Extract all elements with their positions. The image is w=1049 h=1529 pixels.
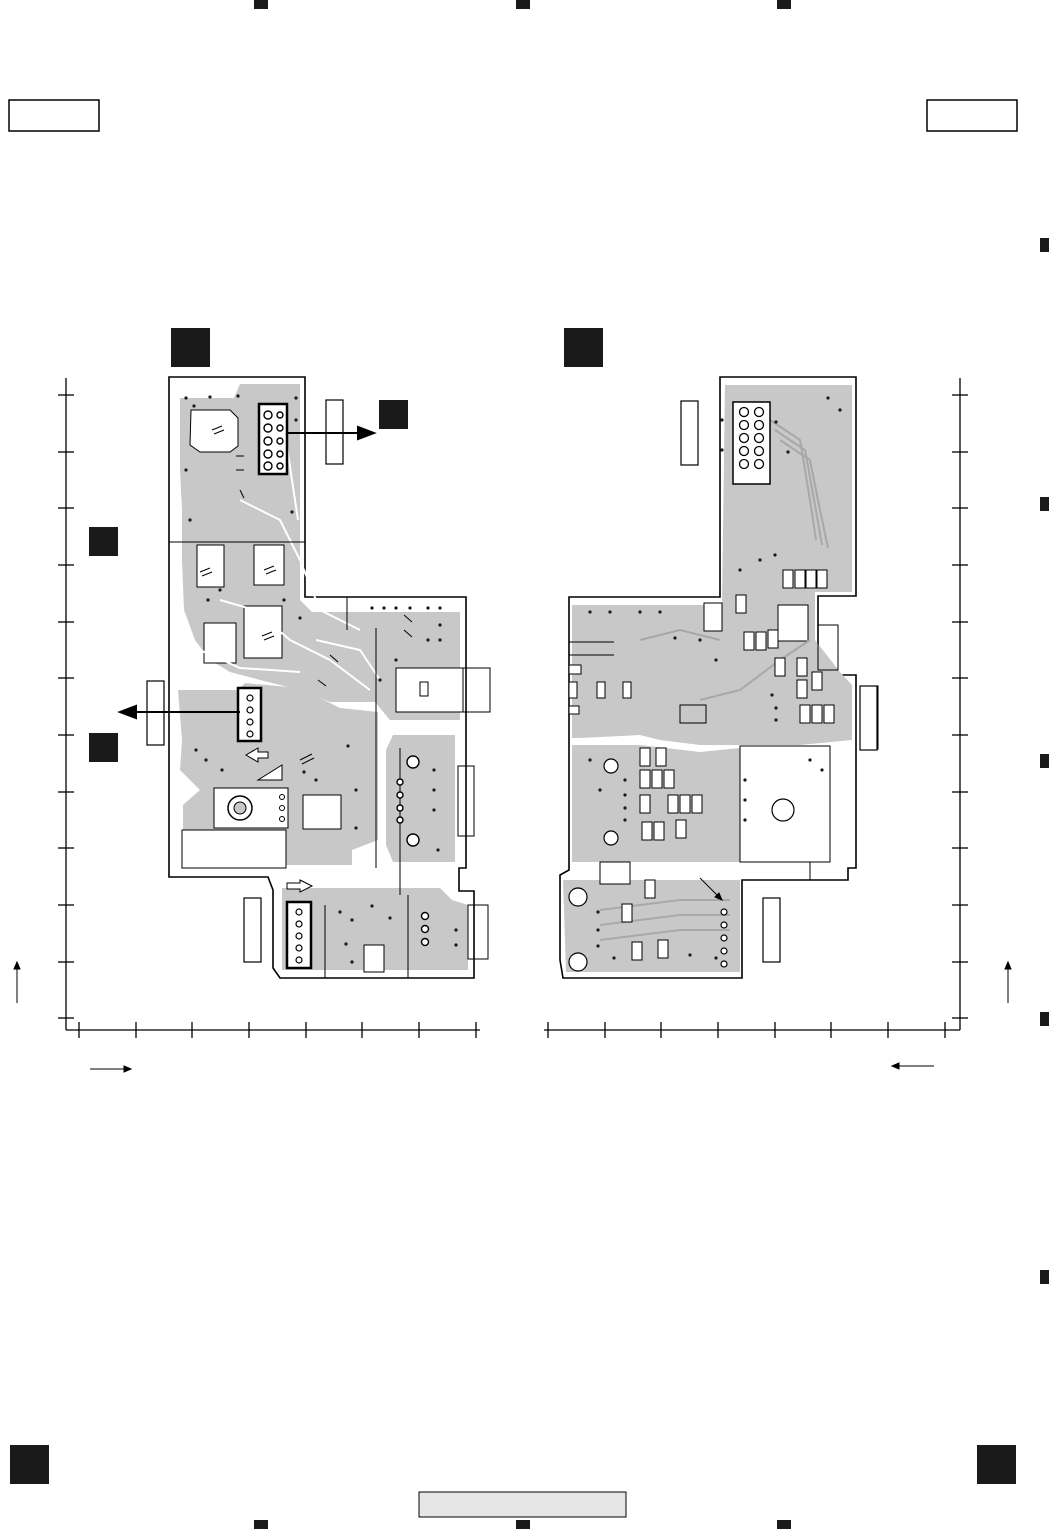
- square-marker-icon: [1040, 1012, 1049, 1026]
- arrow-icon: [14, 962, 20, 969]
- header-left-box: [9, 100, 99, 131]
- direction-arrows: [14, 962, 1011, 1072]
- board-right: [560, 377, 878, 978]
- square-marker-icon: [1040, 497, 1049, 511]
- square-marker-icon: [1040, 754, 1049, 768]
- square-marker-icon: [1040, 1270, 1049, 1284]
- square-callout-icon: [171, 328, 210, 367]
- board-left: [120, 377, 490, 978]
- square-marker-icon: [254, 0, 268, 9]
- bottom-tag: [244, 898, 261, 962]
- square-marker-icon: [516, 0, 530, 9]
- connector-top-10pin[interactable]: [733, 402, 770, 484]
- square-marker-icon: [777, 0, 791, 9]
- header-right-box: [927, 100, 1017, 131]
- arrow-icon: [120, 706, 136, 718]
- arrow-icon: [358, 427, 374, 439]
- right-tag: [860, 686, 877, 750]
- square-callout-icon: [564, 328, 603, 367]
- square-callout-icon: [89, 733, 118, 762]
- arrow-icon: [124, 1066, 131, 1072]
- bottom-tag: [763, 898, 780, 962]
- square-callout-icon: [379, 400, 408, 429]
- square-callout-icon: [977, 1445, 1016, 1484]
- square-marker-icon: [254, 1520, 268, 1529]
- square-marker-icon: [1040, 238, 1049, 252]
- footer-box: [419, 1492, 626, 1517]
- square-callout-icon: [89, 527, 118, 556]
- arrow-icon: [1005, 962, 1011, 969]
- connector-side-4pin[interactable]: [238, 688, 261, 741]
- connector-top-5pin[interactable]: [259, 404, 287, 474]
- arrow-icon: [892, 1063, 899, 1069]
- connector-bottom-5pin[interactable]: [287, 902, 311, 968]
- square-callout-icon: [10, 1445, 49, 1484]
- square-marker-icon: [516, 1520, 530, 1529]
- square-marker-icon: [777, 1520, 791, 1529]
- top-tag: [681, 401, 698, 465]
